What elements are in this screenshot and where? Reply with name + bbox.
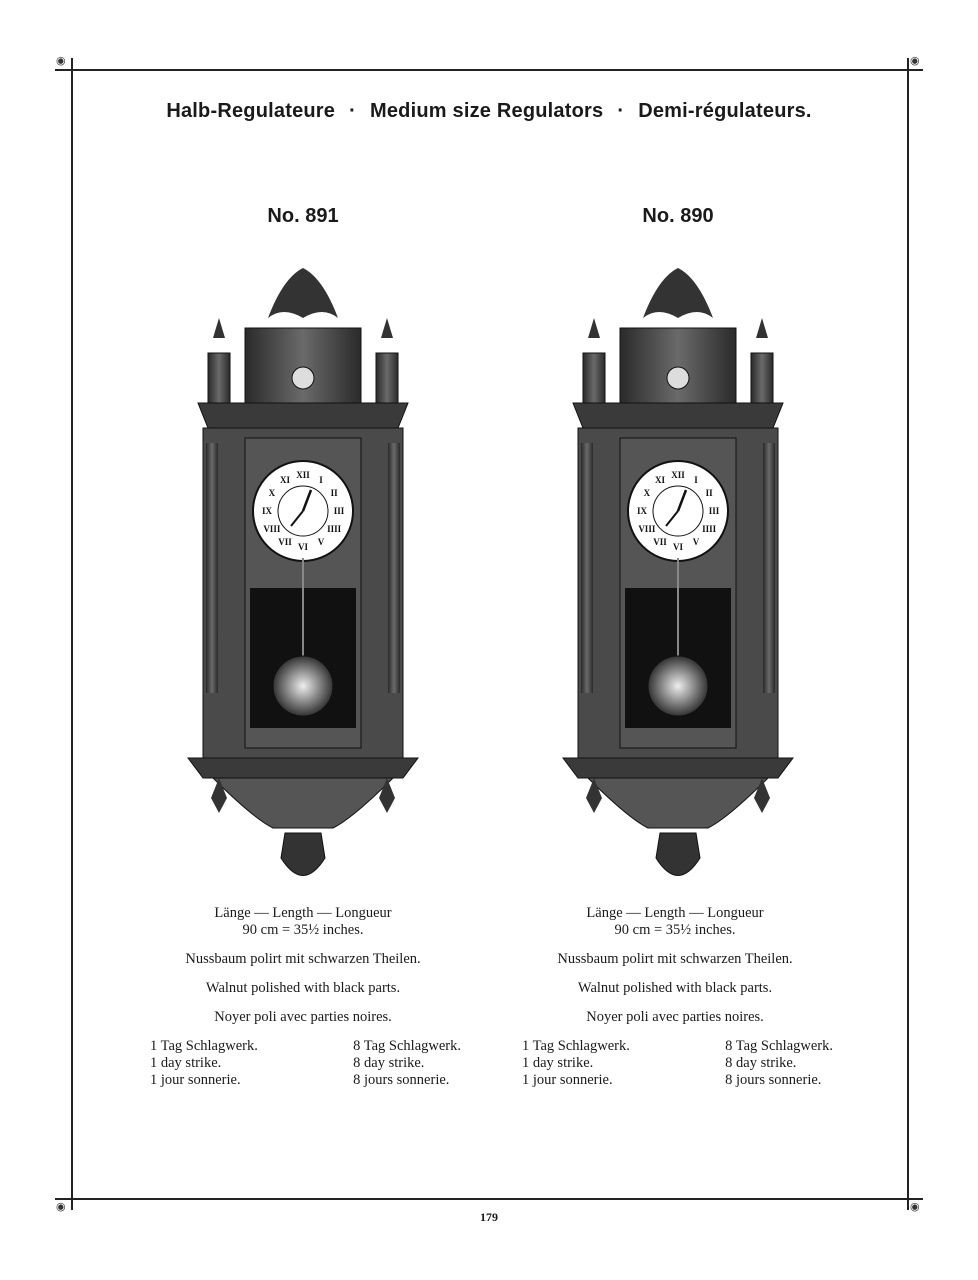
size: 90 cm = 35½ inches. [242, 922, 364, 938]
svg-text:X: X [644, 488, 651, 498]
frame-right-rule [907, 58, 909, 1210]
page-number: 179 [480, 1210, 498, 1224]
svg-text:II: II [706, 488, 714, 498]
svg-text:XI: XI [655, 475, 665, 485]
model-number: No. 890 [642, 205, 714, 227]
page-title: Halb-Regulateure · Medium size Regulators ·… [0, 100, 978, 123]
option-text: 8 Tag Schlagwerk. [725, 1038, 833, 1054]
option-text: 1 day strike. [150, 1055, 222, 1071]
option-text: 8 jours sonnerie. [353, 1072, 450, 1088]
option-8-day: 8 Tag Schlagwerk. 8 day strike. 8 jours … [353, 1038, 461, 1089]
finish-french: Noyer poli avec parties noires. [586, 1009, 764, 1025]
svg-text:III: III [709, 506, 720, 516]
product-description: Länge — Length — Longueur 90 cm = 35½ in… [505, 905, 845, 1089]
option-text: 1 Tag Schlagwerk. [522, 1038, 630, 1054]
finish-german: Nussbaum polirt mit schwarzen Theilen. [557, 951, 793, 967]
frame-top-rule [55, 69, 923, 71]
finish-english: Walnut polished with black parts. [577, 980, 773, 996]
svg-text:VI: VI [298, 542, 308, 552]
option-text: 8 jours sonnerie. [725, 1072, 822, 1088]
option-text: 8 Tag Schlagwerk. [353, 1038, 461, 1054]
svg-text:II: II [331, 488, 339, 498]
model-number: No. 891 [267, 205, 339, 227]
svg-text:VII: VII [653, 537, 667, 547]
svg-text:V: V [318, 537, 325, 547]
svg-text:IIII: IIII [327, 524, 342, 534]
option-8-day: 8 Tag Schlagwerk. 8 day strike. 8 jours … [725, 1038, 833, 1089]
option-text: 1 jour sonnerie. [150, 1072, 241, 1088]
svg-text:I: I [694, 475, 698, 485]
svg-text:VIII: VIII [638, 524, 656, 534]
corner-ornament-icon: ◉ [910, 1200, 920, 1213]
frame-left-rule [71, 58, 73, 1210]
product-description: Länge — Length — Longueur 90 cm = 35½ in… [133, 905, 473, 1089]
option-1-day: 1 Tag Schlagwerk. 1 day strike. 1 jour s… [150, 1038, 258, 1089]
svg-text:V: V [693, 537, 700, 547]
frame-bottom-rule [55, 1198, 923, 1200]
svg-text:VII: VII [278, 537, 292, 547]
length-label: Länge — Length — Longueur [586, 905, 764, 921]
svg-text:III: III [334, 506, 345, 516]
option-1-day: 1 Tag Schlagwerk. 1 day strike. 1 jour s… [522, 1038, 630, 1089]
size: 90 cm = 35½ inches. [614, 922, 736, 938]
title-english: Medium size Regulators [370, 100, 604, 122]
title-french: Demi-régulateurs. [638, 100, 812, 122]
svg-text:IX: IX [637, 506, 648, 516]
option-text: 1 Tag Schlagwerk. [150, 1038, 258, 1054]
option-text: 8 day strike. [353, 1055, 425, 1071]
option-text: 1 day strike. [522, 1055, 594, 1071]
length-label: Länge — Length — Longueur [214, 905, 392, 921]
svg-text:XII: XII [671, 470, 685, 480]
svg-text:XII: XII [296, 470, 310, 480]
svg-text:I: I [319, 475, 323, 485]
corner-ornament-icon: ◉ [56, 54, 66, 67]
title-separator: · [349, 100, 356, 122]
svg-text:XI: XI [280, 475, 290, 485]
svg-text:X: X [269, 488, 276, 498]
option-text: 1 jour sonnerie. [522, 1072, 613, 1088]
svg-text:IIII: IIII [702, 524, 717, 534]
corner-ornament-icon: ◉ [56, 1200, 66, 1213]
title-german: Halb-Regulateure [166, 100, 336, 122]
title-separator: · [617, 100, 625, 122]
svg-text:IX: IX [262, 506, 273, 516]
option-text: 8 day strike. [725, 1055, 797, 1071]
finish-french: Noyer poli avec parties noires. [214, 1009, 392, 1025]
svg-text:VI: VI [673, 542, 683, 552]
corner-ornament-icon: ◉ [910, 54, 920, 67]
svg-text:VIII: VIII [263, 524, 281, 534]
finish-english: Walnut polished with black parts. [205, 980, 401, 996]
finish-german: Nussbaum polirt mit schwarzen Theilen. [185, 951, 421, 967]
